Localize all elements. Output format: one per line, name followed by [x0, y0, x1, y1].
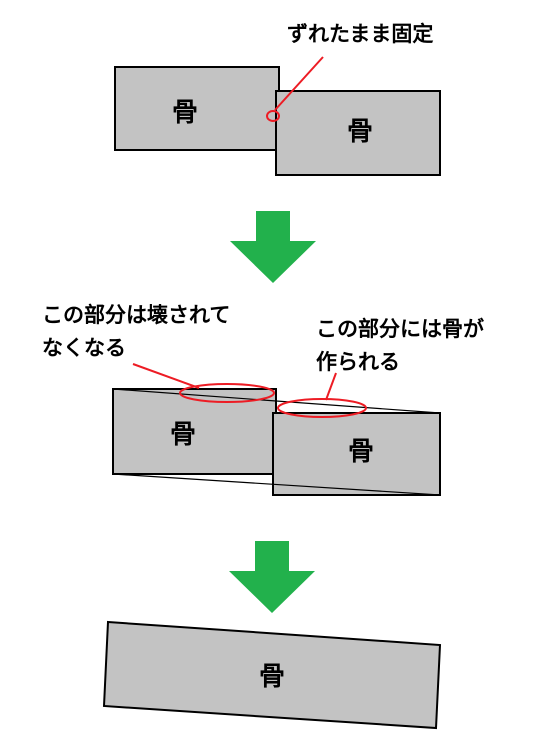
stage2-bone-left — [112, 388, 277, 475]
stage1-bone-right-label: 骨 — [347, 117, 373, 147]
stage2-formed-note-line2: 作られる — [316, 350, 400, 374]
stage2-removed-note-line1: この部分は壊されて — [42, 303, 230, 327]
stage1-callout-line — [274, 56, 324, 111]
stage2-bone-right — [272, 412, 441, 496]
stage3-healed-bone: 骨 — [102, 620, 442, 730]
stage2-removed-callout-line — [132, 363, 200, 389]
down-arrow-1-shape — [230, 211, 316, 283]
stage2-removed-region-ellipse — [179, 383, 275, 403]
stage2-new-top-outline — [112, 388, 441, 414]
stage3-bone-label: 骨 — [259, 662, 285, 692]
stage1-bone-right — [275, 90, 441, 176]
stage1-bone-left-label: 骨 — [172, 98, 198, 128]
stage1-bone-left — [114, 66, 280, 151]
stage2-formed-note-line1: この部分には骨が — [316, 317, 484, 341]
stage2-removed-note-line2: なくなる — [42, 336, 126, 360]
stage2-new-bottom-outline — [112, 473, 441, 496]
stage2-bone-right-label: 骨 — [348, 437, 374, 467]
stage2-bone-left-label: 骨 — [170, 420, 196, 450]
stage1-callout-circle — [266, 110, 280, 122]
down-arrow-1 — [230, 211, 316, 283]
stage2-formed-region-ellipse — [277, 398, 367, 418]
stage2-remodeling-bone: 骨 骨 この部分は壊されて なくなる この部分には骨が 作られる — [42, 303, 484, 496]
stage3-bone-shape — [102, 620, 442, 730]
down-arrow-2-shape — [229, 541, 315, 613]
stage1-displaced-bone: 骨 骨 ずれたまま固定 — [114, 22, 441, 176]
stage1-note: ずれたまま固定 — [287, 22, 433, 46]
down-arrow-2 — [229, 541, 315, 613]
stage2-formed-callout-line — [325, 372, 337, 401]
